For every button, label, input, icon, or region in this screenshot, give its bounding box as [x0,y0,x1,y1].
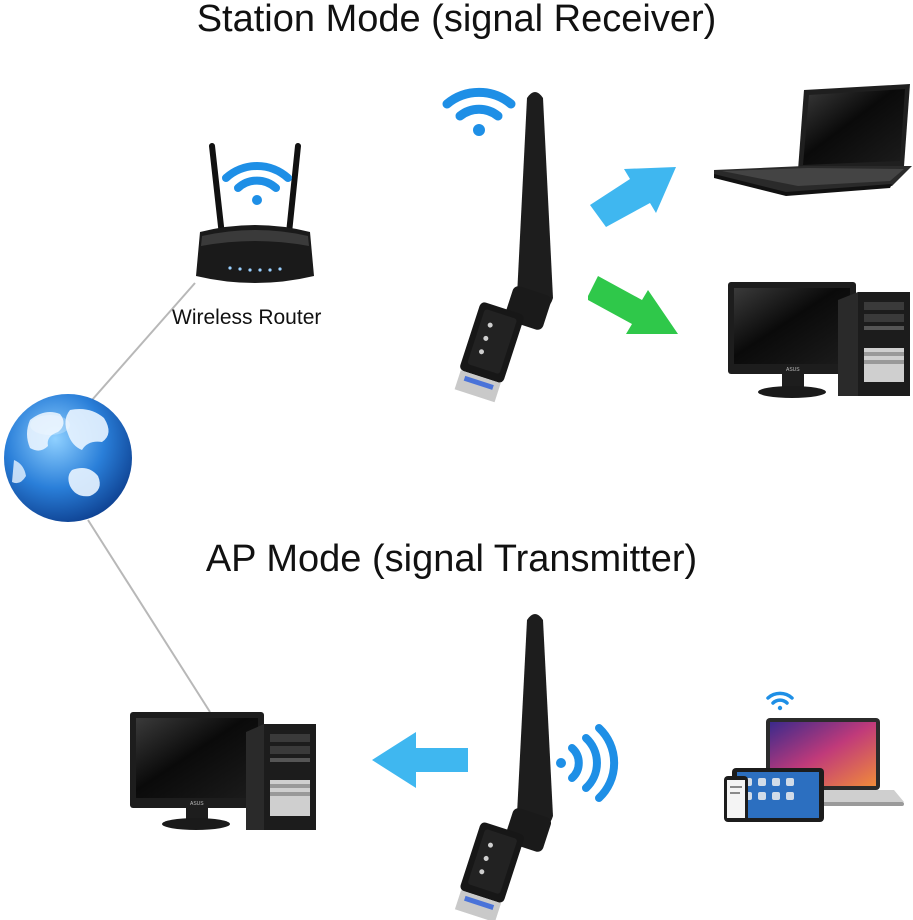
wifi-icon [222,162,292,205]
globe-pc-line [87,519,211,713]
arrow-icon [372,732,468,788]
desktop-pc-icon: ASUS [130,712,316,830]
globe-icon [4,394,132,522]
arrow-icon [590,167,676,227]
ap-mode-title: AP Mode (signal Transmitter) [205,538,698,580]
usb-adapter-icon [454,614,553,920]
monitor-brand: ASUS [190,801,204,807]
router-icon [196,143,314,283]
wifi-icon [442,87,516,136]
router-globe-line [91,282,196,401]
station-mode-title: Station Mode (signal Receiver) [196,0,717,40]
wireless-router-label: Wireless Router [172,306,322,329]
laptop-icon [714,84,912,196]
signal-waves-icon [556,724,619,802]
desktop-pc-icon: ASUS [728,282,910,398]
usb-adapter-icon [454,92,553,403]
phone-icon [724,776,748,822]
arrow-icon [588,276,678,334]
tablet-icon [732,768,824,822]
monitor-brand: ASUS [786,367,800,373]
wifi-icon [766,691,794,711]
